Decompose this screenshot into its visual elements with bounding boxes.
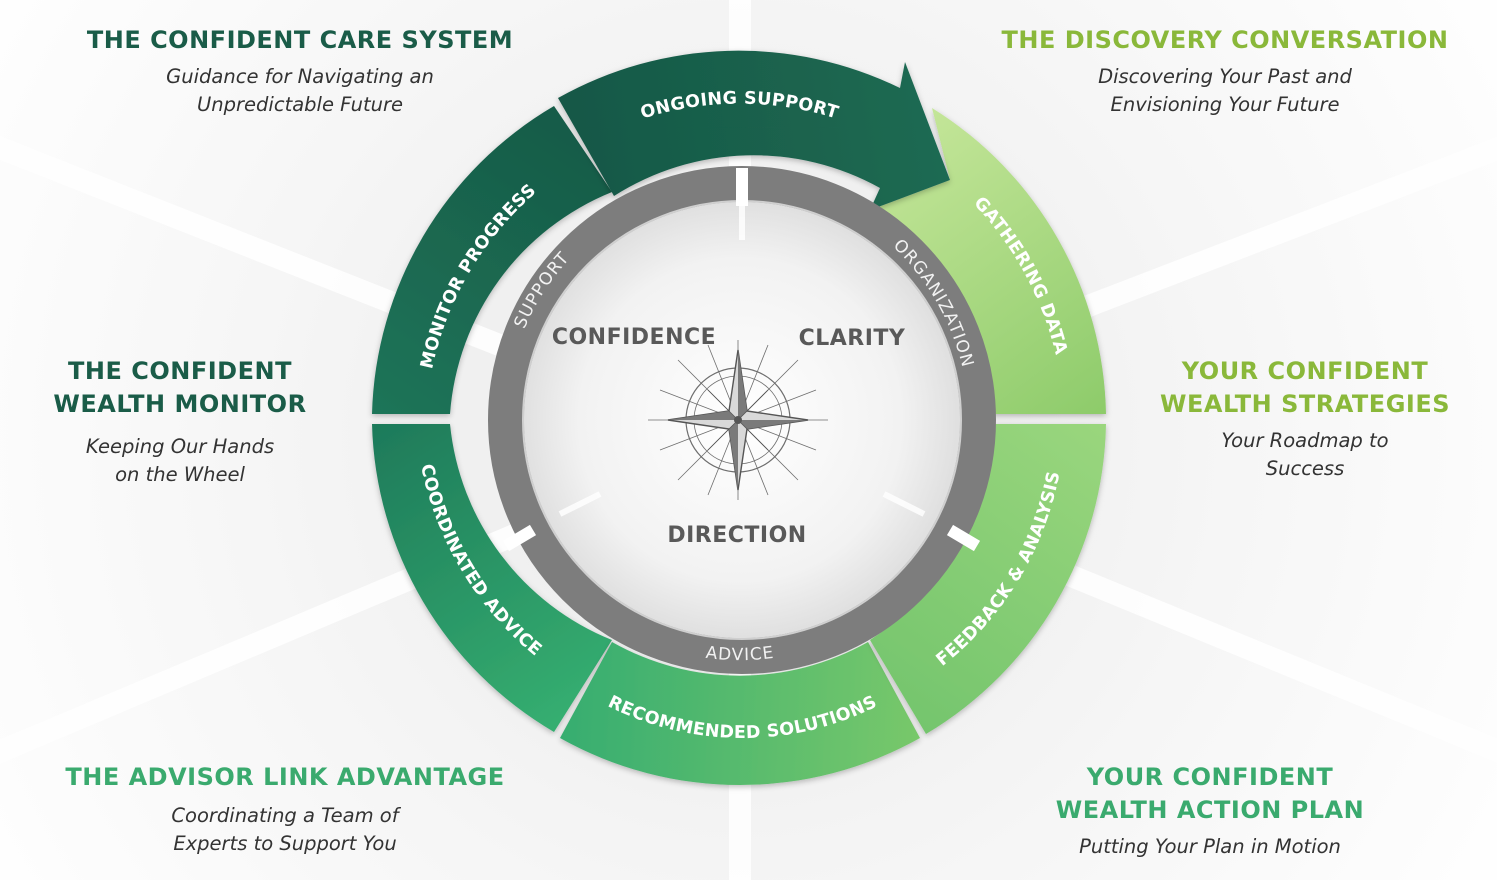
action-plan-title-line-2: WEALTH ACTION PLAN: [1055, 796, 1365, 824]
action-plan-subtitle: Putting Your Plan in Motion: [1030, 833, 1390, 861]
wealth-strategies-subtitle-line-1: Your Roadmap to: [1221, 429, 1389, 452]
segment-monitor-progress: [372, 106, 612, 414]
advisor-link-subtitle: Coordinating a Team of Experts to Suppor…: [40, 802, 530, 858]
discovery-subtitle-line-2: Envisioning Your Future: [1110, 93, 1340, 116]
care-system-subtitle: Guidance for Navigating an Unpredictable…: [60, 63, 540, 119]
wealth-monitor-subtitle: Keeping Our Hands on the Wheel: [30, 433, 330, 489]
segment-recommended-solutions: [560, 642, 920, 786]
action-plan-title: YOUR CONFIDENT WEALTH ACTION PLAN: [1030, 761, 1390, 827]
ring-dividers: [502, 168, 981, 552]
discovery-subtitle: Discovering Your Past and Envisioning Yo…: [985, 63, 1465, 119]
action-plan-subtitle-line-1: Putting Your Plan in Motion: [1079, 835, 1341, 858]
advisor-link-block: THE ADVISOR LINK ADVANTAGE Coordinating …: [40, 761, 530, 858]
segment-coordinated-advice: [372, 424, 612, 732]
center-word-clarity: CLARITY: [799, 326, 906, 351]
center-word-direction: DIRECTION: [667, 523, 806, 548]
wealth-monitor-title-line-2: WEALTH MONITOR: [53, 390, 307, 418]
wealth-monitor-title: THE CONFIDENT WEALTH MONITOR: [30, 355, 330, 421]
compass-rose-icon: [648, 340, 828, 500]
action-plan-title-line-1: YOUR CONFIDENT: [1086, 763, 1334, 791]
wealth-monitor-block: THE CONFIDENT WEALTH MONITOR Keeping Our…: [30, 355, 330, 489]
action-plan-block: YOUR CONFIDENT WEALTH ACTION PLAN Puttin…: [1030, 761, 1390, 861]
advisor-link-title: THE ADVISOR LINK ADVANTAGE: [65, 763, 505, 791]
discovery-subtitle-line-1: Discovering Your Past and: [1098, 65, 1352, 88]
center-word-confidence: CONFIDENCE: [552, 325, 716, 350]
wealth-strategies-block: YOUR CONFIDENT WEALTH STRATEGIES Your Ro…: [1145, 355, 1465, 483]
wealth-monitor-title-line-1: THE CONFIDENT: [68, 357, 292, 385]
wealth-strategies-title-line-2: WEALTH STRATEGIES: [1160, 390, 1450, 418]
care-system-title: THE CONFIDENT CARE SYSTEM: [86, 26, 514, 54]
advisor-link-subtitle-line-1: Coordinating a Team of: [171, 804, 399, 827]
discovery-title: THE DISCOVERY CONVERSATION: [1001, 26, 1449, 54]
wealth-strategies-title-line-1: YOUR CONFIDENT: [1181, 357, 1429, 385]
wealth-strategies-subtitle: Your Roadmap to Success: [1145, 427, 1465, 483]
wealth-strategies-subtitle-line-2: Success: [1265, 457, 1345, 480]
care-system-subtitle-line-1: Guidance for Navigating an: [166, 65, 434, 88]
wealth-monitor-subtitle-line-2: on the Wheel: [115, 463, 245, 486]
care-system-subtitle-line-2: Unpredictable Future: [197, 93, 403, 116]
segment-gathering-data: [870, 108, 1106, 414]
discovery-block: THE DISCOVERY CONVERSATION Discovering Y…: [985, 24, 1465, 119]
segment-ongoing-support-arrow: [558, 50, 950, 211]
care-system-block: THE CONFIDENT CARE SYSTEM Guidance for N…: [60, 24, 540, 119]
segment-feedback-analysis: [870, 424, 1106, 734]
wealth-monitor-subtitle-line-1: Keeping Our Hands: [85, 435, 275, 458]
advisor-link-subtitle-line-2: Experts to Support You: [173, 832, 397, 855]
wealth-strategies-title: YOUR CONFIDENT WEALTH STRATEGIES: [1145, 355, 1465, 421]
ring-label-advice: ADVICE: [705, 643, 776, 665]
